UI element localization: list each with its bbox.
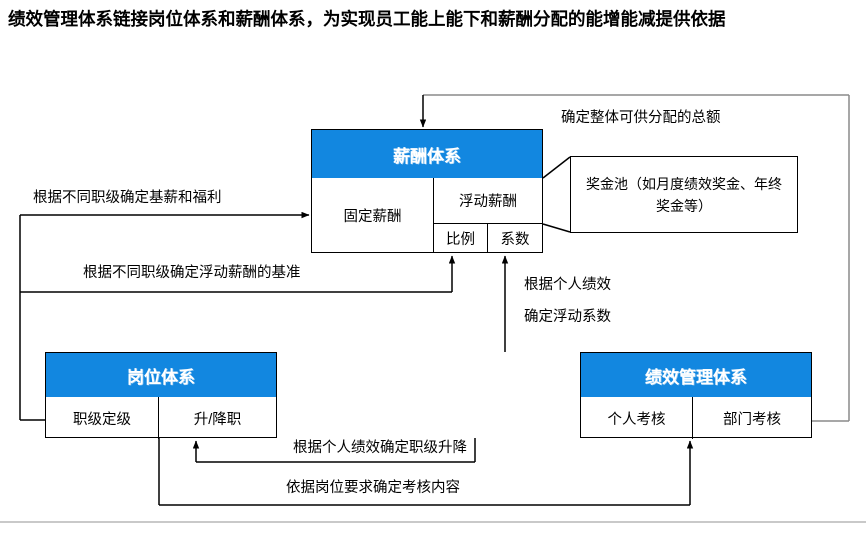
job-system-header: 岗位体系 [46,353,276,397]
bonus-pool-callout[interactable]: 奖金池（如月度绩效奖金、年终奖金等） [570,156,798,233]
label-rank-change: 根据个人绩效确定职级升降 [293,440,467,456]
cell-ratio[interactable]: 比例 [446,231,475,248]
label-coefficient-line2: 确定浮动系数 [524,309,611,325]
pay-system-header: 薪酬体系 [312,130,542,178]
pay-system-box[interactable]: 薪酬体系 固定薪酬 浮动薪酬 比例 系数 [311,129,543,253]
label-floating-benchmark: 根据不同职级确定浮动薪酬的基准 [83,265,301,281]
pay-system-variable-group: 浮动薪酬 比例 系数 [433,178,542,252]
cell-department-assessment[interactable]: 部门考核 [692,397,811,439]
cell-promotion-demotion[interactable]: 升/降职 [158,397,276,439]
job-system-body: 职级定级 升/降职 [46,397,276,439]
performance-system-box[interactable]: 绩效管理体系 个人考核 部门考核 [580,352,812,439]
label-assessment-content: 依据岗位要求确定考核内容 [286,480,460,496]
pay-system-body: 固定薪酬 浮动薪酬 比例 系数 [312,178,542,252]
bottom-divider [0,521,866,523]
cell-job-grading[interactable]: 职级定级 [73,411,131,428]
cell-fixed-pay[interactable]: 固定薪酬 [343,208,402,225]
label-coefficient: 根据个人绩效 确定浮动系数 [524,275,611,328]
pay-system-ratio-row: 比例 系数 [434,223,542,252]
cell-floating-pay[interactable]: 浮动薪酬 [459,194,517,211]
job-system-box[interactable]: 岗位体系 职级定级 升/降职 [45,352,277,439]
label-total-amount: 确定整体可供分配的总额 [561,110,721,126]
page-title: 绩效管理体系链接岗位体系和薪酬体系，为实现员工能上能下和薪酬分配的能增能减提供依… [8,9,726,29]
label-base-and-welfare: 根据不同职级确定基薪和福利 [33,190,222,206]
performance-system-header: 绩效管理体系 [581,353,811,397]
performance-system-body: 个人考核 部门考核 [581,397,811,439]
cell-individual-assessment[interactable]: 个人考核 [607,411,666,428]
label-coefficient-line1: 根据个人绩效 [524,277,611,293]
cell-coefficient[interactable]: 系数 [487,224,542,252]
